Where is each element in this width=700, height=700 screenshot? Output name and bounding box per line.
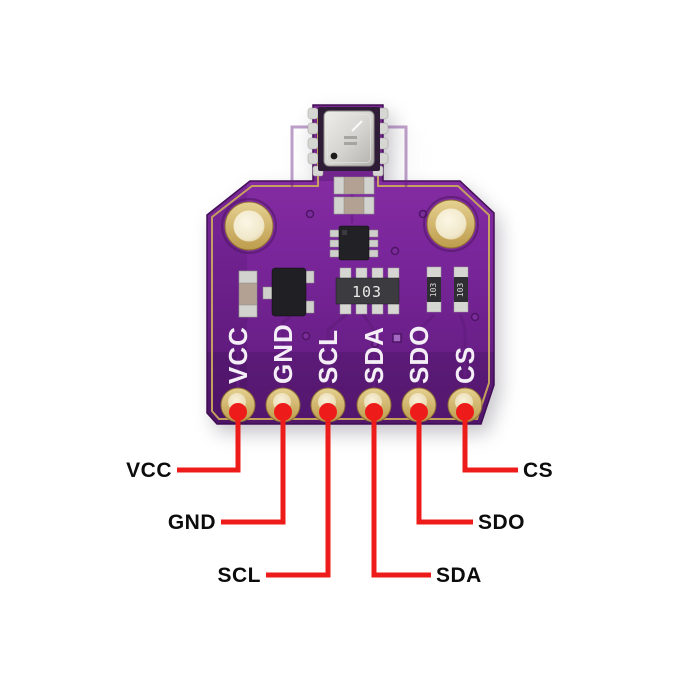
castellation-pads xyxy=(307,107,389,177)
sensor-module xyxy=(307,107,389,177)
callout-pin-dots xyxy=(229,403,474,421)
capacitor-top-2 xyxy=(333,196,375,215)
callout-line-vcc xyxy=(177,412,241,473)
callout-label-gnd: GND xyxy=(168,511,216,534)
copper-traces xyxy=(236,125,467,394)
callout-label-sdo: SDO xyxy=(478,511,525,534)
mounting-hole-right xyxy=(423,196,479,252)
resistor-network-marking: 103 xyxy=(352,283,382,301)
capacitor-left xyxy=(238,270,258,318)
pcb-outline xyxy=(206,104,495,425)
sot23-regulator xyxy=(262,267,315,317)
silkscreen-label-scl: SCL xyxy=(313,329,343,384)
callout-line-sdo xyxy=(416,412,473,525)
silkscreen-labels: VCC GND SCL SDA SDO CS xyxy=(223,323,480,384)
silkscreen-label-sdo: SDO xyxy=(404,325,434,384)
silkscreen-label-cs: CS xyxy=(450,346,480,384)
mounting-hole-left xyxy=(221,198,277,254)
resistor-small-1-marking: 103 xyxy=(429,283,438,298)
resistor-small-2: 103 xyxy=(453,266,469,313)
pcb-board: 103 103 103 xyxy=(206,104,495,425)
pin-dot-sdo xyxy=(410,403,428,421)
callout-line-sda xyxy=(371,412,431,578)
sensor-vent-hole xyxy=(330,152,338,160)
sot23-6-ic xyxy=(329,225,379,261)
silkscreen-label-vcc: VCC xyxy=(223,326,253,384)
callout-line-scl xyxy=(266,412,331,578)
pin-dot-vcc xyxy=(229,403,247,421)
callout-label-cs: CS xyxy=(523,459,553,482)
pin-dot-gnd xyxy=(274,403,292,421)
callout-line-gnd xyxy=(221,412,286,525)
callout-label-scl: SCL xyxy=(218,564,262,587)
capacitor-top-1 xyxy=(333,176,375,195)
callout-label-sda: SDA xyxy=(436,564,482,587)
pin-dot-scl xyxy=(319,403,337,421)
silkscreen-label-gnd: GND xyxy=(268,323,298,384)
pin-dot-sda xyxy=(365,403,383,421)
resistor-small-2-marking: 103 xyxy=(456,283,465,298)
sensor-lid-marking xyxy=(351,120,363,132)
callout-label-vcc: VCC xyxy=(126,459,172,482)
callout-lines xyxy=(177,412,518,578)
gold-edge-trace xyxy=(211,109,490,420)
callout-line-cs xyxy=(462,412,518,473)
pin-dot-cs xyxy=(456,403,474,421)
silkscreen-label-sda: SDA xyxy=(359,326,389,384)
resistor-network: 103 xyxy=(335,267,400,315)
sensor-chip xyxy=(323,110,375,167)
callout-labels: VCC GND SCL SDA SDO CS xyxy=(126,459,553,587)
resistor-small-1: 103 xyxy=(426,266,442,313)
